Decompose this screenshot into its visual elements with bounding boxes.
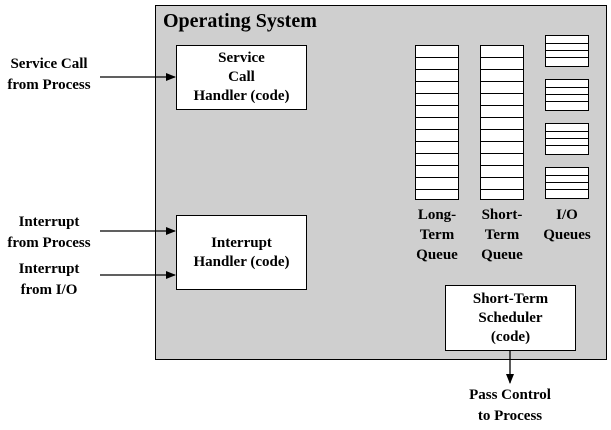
interrupt-io-label-line-2: from I/O [20, 282, 78, 298]
io-queue-1 [545, 35, 589, 67]
short-term-queue-label-line-1: Short- [481, 207, 523, 223]
pass-control-line-2: to Process [477, 408, 543, 424]
pass-control-to-process-label: Pass Control to Process [455, 385, 565, 427]
service-call-from-process-label: Service Call from Process [0, 54, 98, 96]
io-queue-3 [545, 123, 589, 155]
interrupt-handler-line-2: Handler (code) [193, 253, 290, 270]
io-queue-3-slots [546, 131, 588, 146]
service-call-label-line-2: from Process [7, 77, 91, 93]
io-queue-1-slots [546, 43, 588, 58]
pass-control-line-1: Pass Control [469, 387, 551, 403]
io-queue-4 [545, 167, 589, 199]
long-term-queue-slots [416, 57, 458, 190]
short-term-scheduler-line-1: Short-Term [472, 290, 549, 307]
operating-system-title: Operating System [163, 10, 317, 32]
io-queue-4-slots [546, 175, 588, 190]
interrupt-from-io-label: Interrupt from I/O [0, 259, 98, 301]
long-term-queue-label-line-1: Long- [417, 207, 457, 223]
short-term-scheduler-line-3: (code) [490, 328, 531, 345]
long-term-queue-label-line-3: Queue [416, 247, 458, 263]
service-call-handler-line-3: Handler (code) [193, 88, 290, 104]
long-term-queue [415, 45, 459, 200]
long-term-queue-label: Long- Term Queue [407, 205, 467, 265]
interrupt-process-label-line-1: Interrupt [18, 214, 80, 230]
short-term-scheduler-line-2: Scheduler [478, 309, 543, 326]
io-queues-label: I/O Queues [537, 205, 597, 245]
short-term-queue [480, 45, 524, 200]
io-queues-label-line-1: I/O [556, 207, 578, 223]
short-term-scheduler-box: Short-Term Scheduler (code) [445, 285, 576, 351]
service-call-handler-line-1: Service [218, 50, 265, 66]
service-call-handler-line-2: Call [228, 69, 255, 85]
short-term-queue-label-line-2: Term [484, 227, 520, 243]
interrupt-handler-box: Interrupt Handler (code) [176, 215, 307, 290]
io-queues-label-line-2: Queues [543, 227, 591, 243]
interrupt-handler-line-1: Interrupt [211, 234, 272, 251]
short-term-queue-label-line-3: Queue [481, 247, 523, 263]
service-call-label-line-1: Service Call [10, 56, 88, 72]
short-term-queue-label: Short- Term Queue [472, 205, 532, 265]
service-call-handler-box: Service Call Handler (code) [176, 45, 307, 110]
interrupt-process-label-line-2: from Process [7, 235, 91, 251]
interrupt-from-process-label: Interrupt from Process [0, 212, 98, 254]
io-queue-2-slots [546, 87, 588, 102]
short-term-queue-slots [481, 57, 523, 190]
io-queue-2 [545, 79, 589, 111]
long-term-queue-label-line-2: Term [419, 227, 455, 243]
interrupt-io-label-line-1: Interrupt [18, 261, 80, 277]
